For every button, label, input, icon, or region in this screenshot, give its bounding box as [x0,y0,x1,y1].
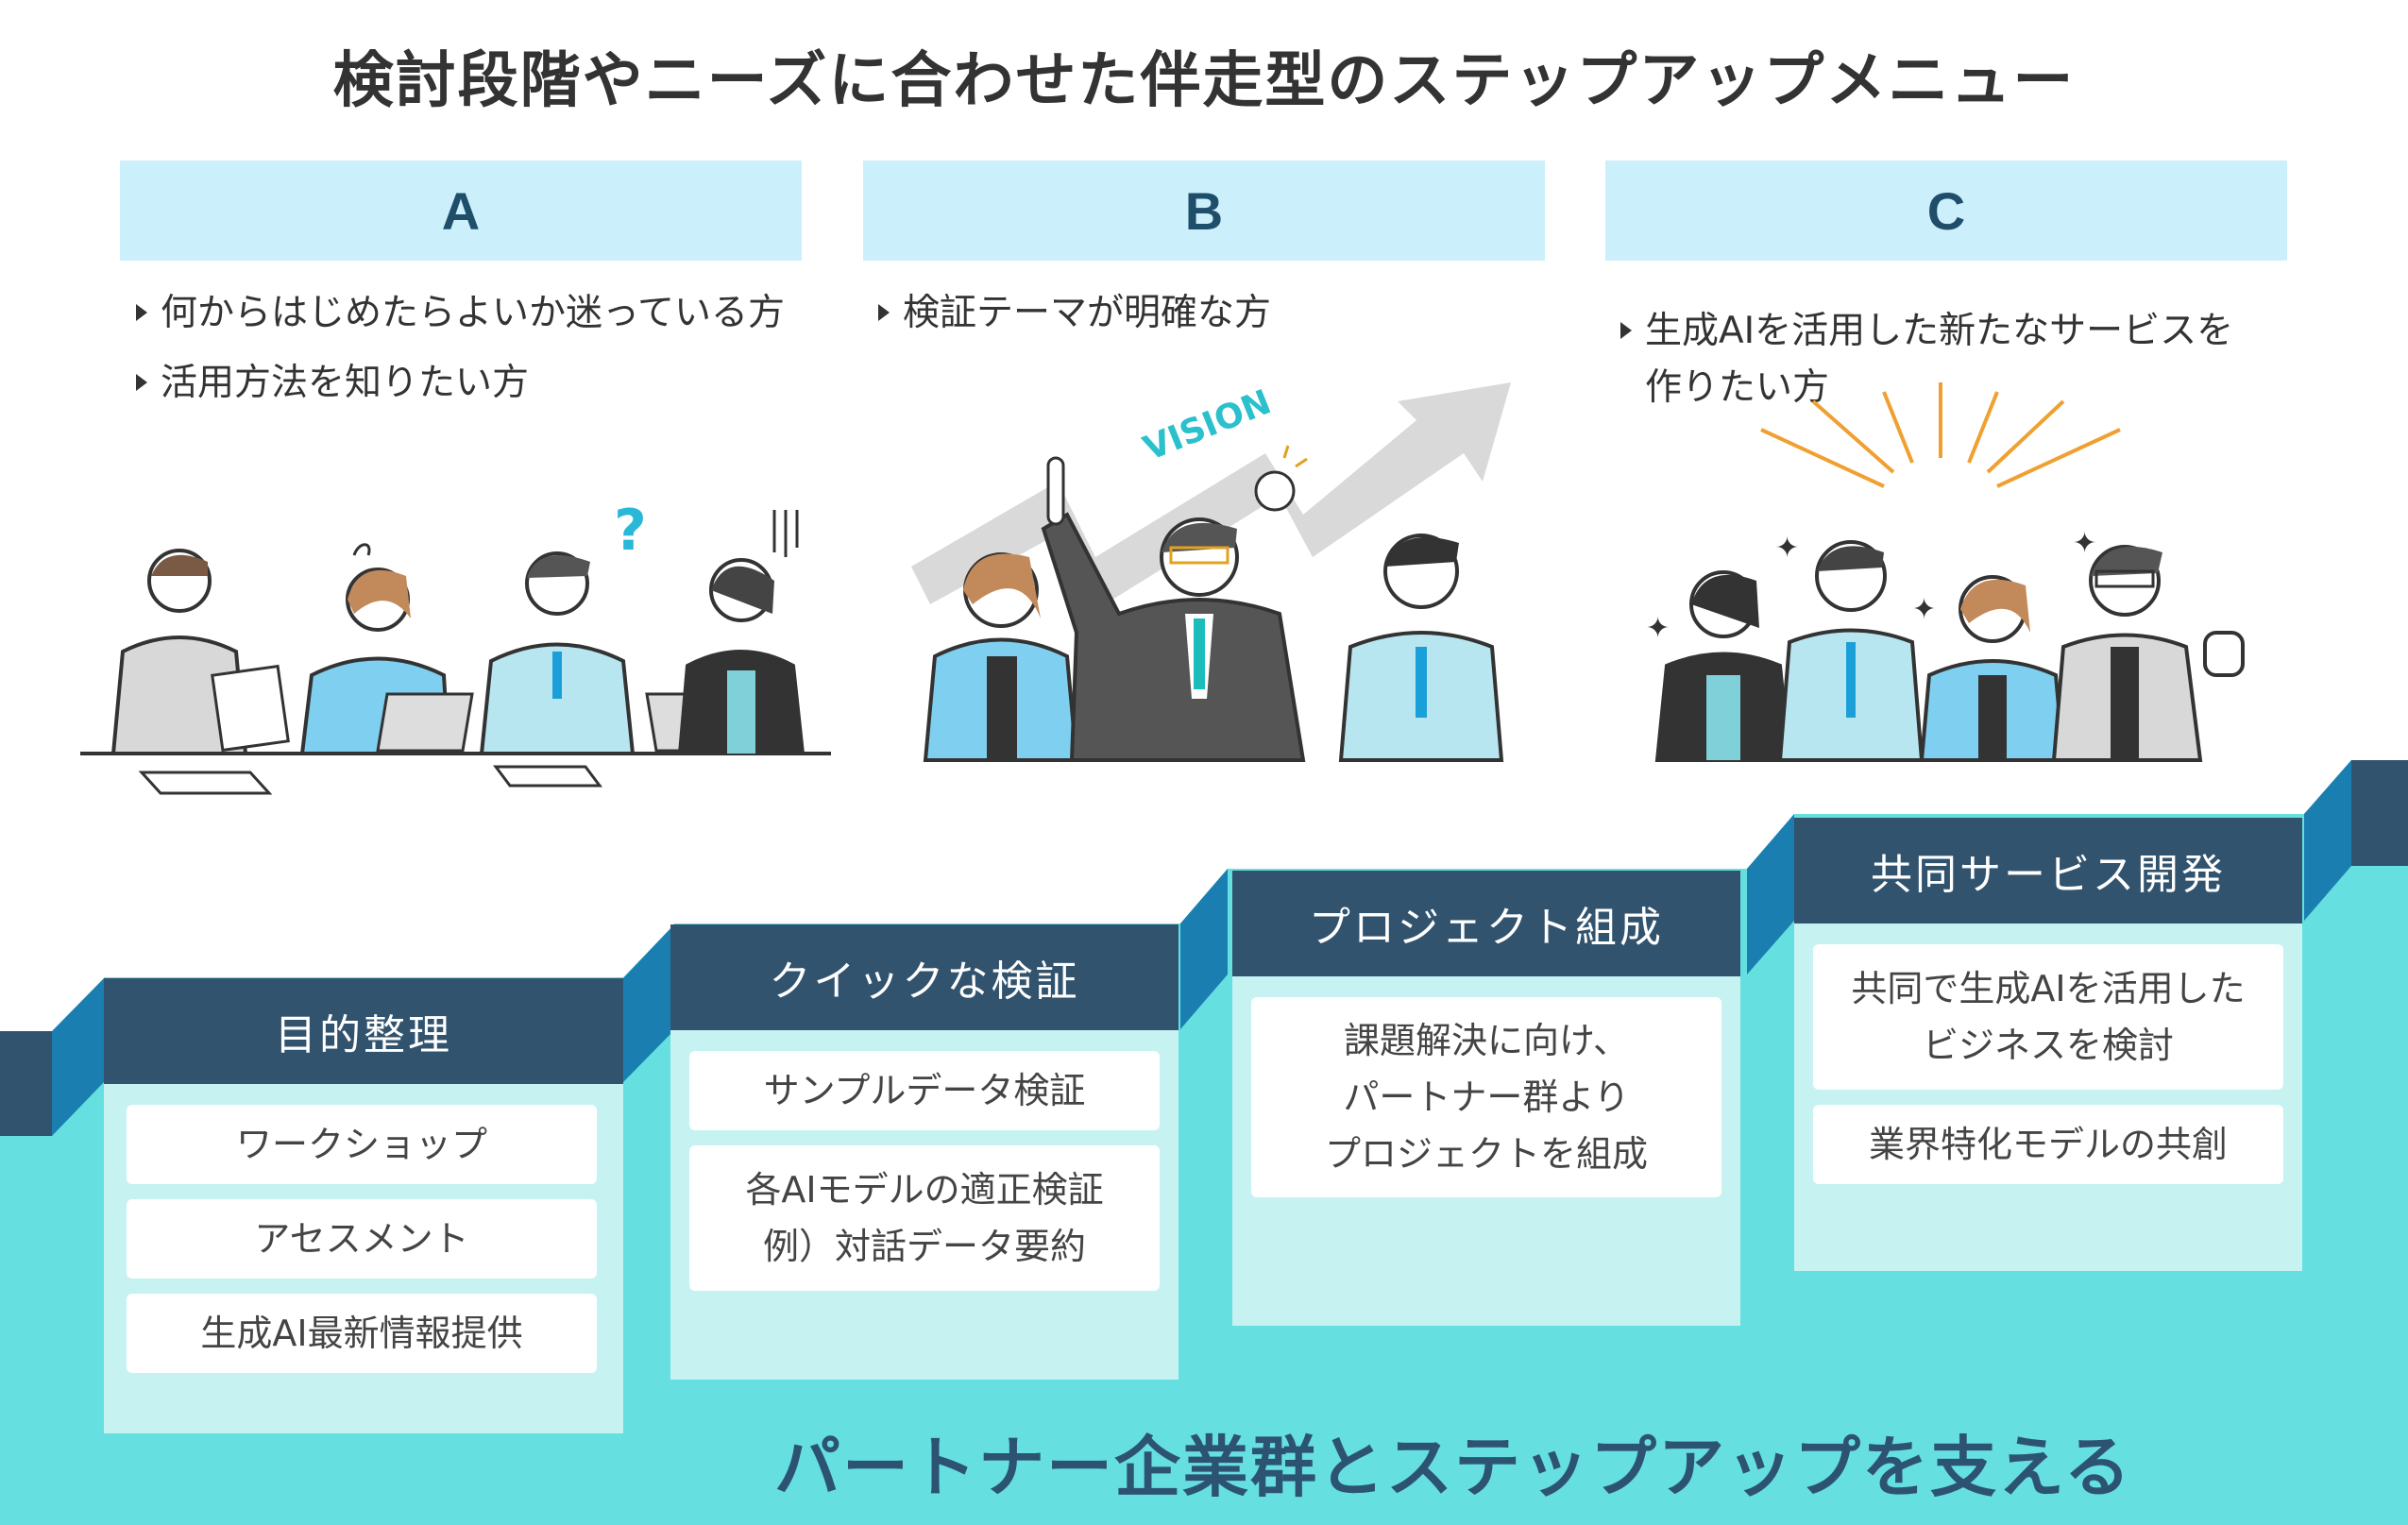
column-header-a: A [120,161,802,261]
target-item: 検証テーマが明確な方 [865,285,1545,342]
step-item: 業界特化モデルの共創 [1813,1105,2283,1184]
svg-text:✦: ✦ [2073,527,2096,560]
svg-text:✦: ✦ [1775,532,1799,565]
step-body: 共同で生成AIを活用した ビジネスを検討 業界特化モデルの共創 [1794,923,2302,1271]
page-title: 検討段階やニーズに合わせた伴走型のステップアップメニュー [332,46,2076,116]
step-item: サンプルデータ検証 [689,1051,1160,1130]
step-4: 共同サービス開発 共同で生成AIを活用した ビジネスを検討 業界特化モデルの共創 [1794,818,2302,1271]
step-title: 共同サービス開発 [1794,818,2302,923]
step-2: クイックな検証 サンプルデータ検証 各AIモデルの適正検証 例）対話データ要約 [670,924,1179,1380]
step-item: 課題解決に向け、 パートナー群より プロジェクトを組成 [1251,997,1721,1197]
target-item: 生成AIを活用した新たなサービスを 作りたい方 [1607,303,2287,416]
step-3: プロジェクト組成 課題解決に向け、 パートナー群より プロジェクトを組成 [1232,871,1740,1326]
step-1: 目的整理 ワークショップ アセスメント 生成AI最新情報提供 [104,978,623,1433]
target-item: 活用方法を知りたい方 [123,355,803,412]
column-header-b: B [863,161,1545,261]
target-list-b: 検証テーマが明確な方 [865,285,1545,355]
confused-team-illustration: ? [80,498,831,795]
step-title: プロジェクト組成 [1232,871,1740,976]
step-item: 各AIモデルの適正検証 例）対話データ要約 [689,1145,1160,1291]
step-body: サンプルデータ検証 各AIモデルの適正検証 例）対話データ要約 [670,1030,1179,1380]
svg-text:?: ? [614,498,647,564]
step-title: クイックな検証 [670,924,1179,1030]
target-list-c: 生成AIを活用した新たなサービスを 作りたい方 [1607,285,2287,448]
step-body: 課題解決に向け、 パートナー群より プロジェクトを組成 [1232,976,1740,1326]
step-title: 目的整理 [104,978,623,1084]
svg-text:✦: ✦ [1646,612,1670,645]
target-list-a: 何からはじめたらよいか迷っている方 活用方法を知りたい方 [123,285,803,425]
step-item: 共同で生成AIを活用した ビジネスを検討 [1813,944,2283,1090]
step-item: 生成AI最新情報提供 [127,1294,597,1373]
target-item: 何からはじめたらよいか迷っている方 [123,285,803,342]
cheering-team-illustration: ✦ ✦ ✦ ✦ [1646,382,2245,762]
column-header-c: C [1605,161,2287,261]
step-item: アセスメント [127,1199,597,1279]
step-item: ワークショップ [127,1105,597,1184]
svg-text:✦: ✦ [1912,593,1936,626]
vision-team-illustration: VISION [911,382,1511,762]
step-body: ワークショップ アセスメント 生成AI最新情報提供 [104,1084,623,1433]
footer-slogan: パートナー企業群とステップアップを支える [774,1429,2132,1506]
vision-label: VISION [1138,382,1276,468]
